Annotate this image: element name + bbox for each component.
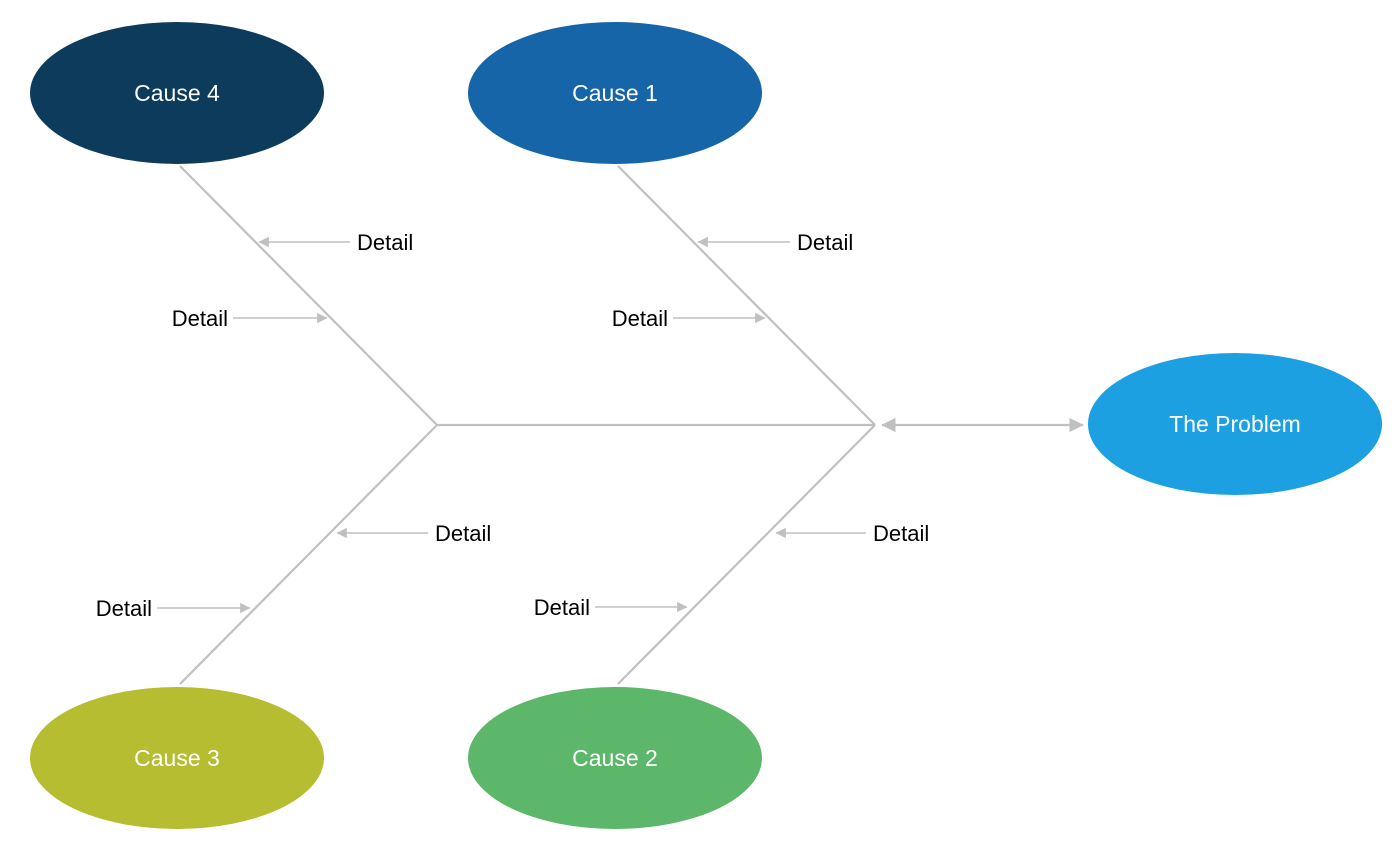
bone-cause-3 bbox=[179, 424, 438, 685]
detail-label-cause3-lower[interactable]: Detail bbox=[96, 596, 152, 621]
node-cause-2-label: Cause 2 bbox=[572, 745, 658, 771]
node-cause-1-label: Cause 1 bbox=[572, 80, 658, 106]
node-cause-4-shape[interactable] bbox=[30, 22, 324, 164]
detail-label-cause2-upper[interactable]: Detail bbox=[873, 521, 929, 546]
node-cause-1-shape[interactable] bbox=[468, 22, 762, 164]
node-cause-3-shape[interactable] bbox=[30, 687, 324, 829]
node-cause-4[interactable]: Cause 4 bbox=[30, 22, 324, 164]
detail-label-cause4-upper[interactable]: Detail bbox=[357, 230, 413, 255]
detail-label-cause3-upper[interactable]: Detail bbox=[435, 521, 491, 546]
detail-label-cause2-lower[interactable]: Detail bbox=[534, 595, 590, 620]
node-problem[interactable]: The Problem bbox=[1088, 353, 1382, 495]
node-cause-1[interactable]: Cause 1 bbox=[468, 22, 762, 164]
bone-cause-2 bbox=[617, 424, 876, 685]
node-cause-3[interactable]: Cause 3 bbox=[30, 687, 324, 829]
node-problem-label: The Problem bbox=[1169, 411, 1301, 437]
detail-label-cause1-upper[interactable]: Detail bbox=[797, 230, 853, 255]
node-cause-2[interactable]: Cause 2 bbox=[468, 687, 762, 829]
bone-cause-4 bbox=[179, 165, 438, 426]
detail-label-cause4-lower[interactable]: Detail bbox=[172, 306, 228, 331]
bone-cause-1 bbox=[617, 165, 876, 426]
node-cause-3-label: Cause 3 bbox=[134, 745, 220, 771]
node-problem-shape[interactable] bbox=[1088, 353, 1382, 495]
node-cause-4-label: Cause 4 bbox=[134, 80, 220, 106]
node-cause-2-shape[interactable] bbox=[468, 687, 762, 829]
detail-label-cause1-lower[interactable]: Detail bbox=[612, 306, 668, 331]
